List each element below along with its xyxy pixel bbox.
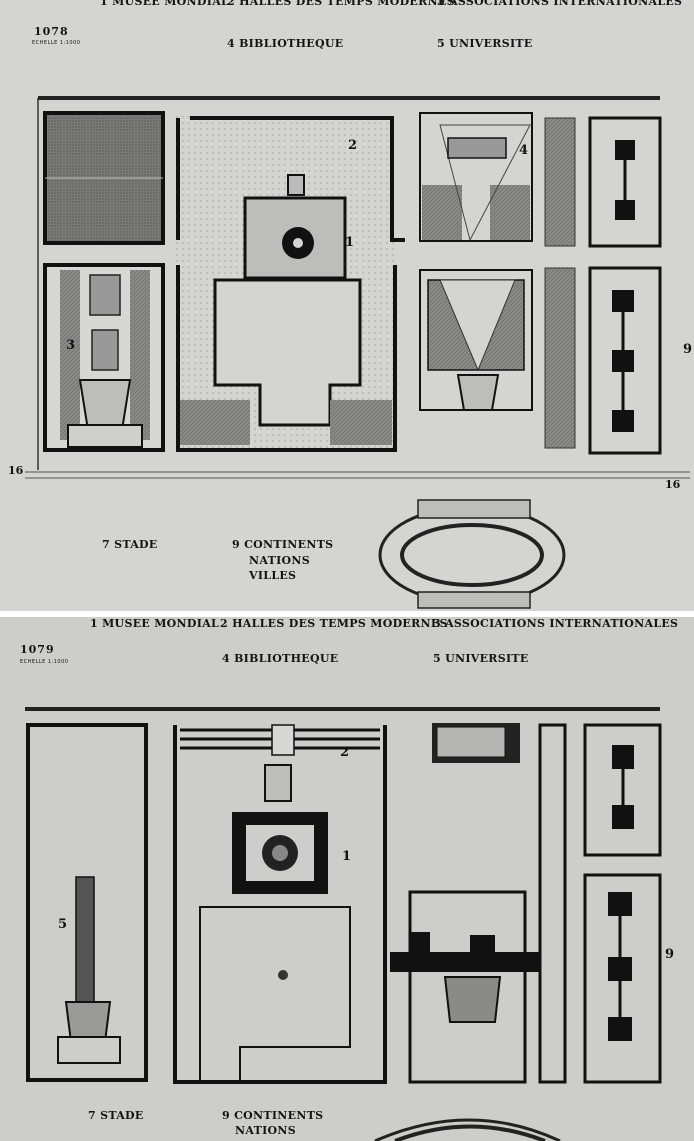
plan-1079-plate: 1 MUSEE MONDIAL 2 HALLES DES TEMPS MODER… (0, 617, 694, 1141)
label-16-right: 16 (665, 478, 681, 491)
stadium-outline (378, 505, 566, 605)
label-16-left: 16 (8, 464, 24, 477)
plan-1079-drawing (25, 707, 662, 1141)
scale-note: ECHELLE 1:1000 (32, 40, 81, 46)
heading-associations: 3 ASSOCIATIONS INTERNATIONALES (437, 0, 683, 8)
label-9-2: 9 (665, 947, 675, 962)
heading-universite: 5 UNIVERSITE (437, 37, 533, 50)
scale-note-2: ECHELLE 1:1000 (20, 659, 69, 665)
plate-separator (0, 611, 694, 617)
heading-universite-2: 5 UNIVERSITE (433, 652, 529, 665)
label-4: 4 (519, 143, 529, 158)
label-1: 1 (345, 235, 355, 250)
heading-bibliotheque: 4 BIBLIOTHEQUE (227, 37, 344, 50)
heading-stade: 7 STADE (102, 538, 158, 551)
heading-continents-2: 9 CONTINENTS (222, 1109, 324, 1122)
heading-musee: 1 MUSEE MONDIAL (100, 0, 230, 8)
heading-nations: NATIONS (249, 554, 310, 567)
label-9: 9 (683, 342, 693, 357)
heading-stade-2: 7 STADE (88, 1109, 144, 1122)
plan-1078-plate: 1 MUSEE MONDIAL 2 HALLES DES TEMPS MODER… (8, 0, 693, 609)
label-2-2: 2 (340, 745, 350, 760)
heading-halles: 2 HALLES DES TEMPS MODERNES (227, 0, 455, 8)
label-1-2: 1 (342, 849, 352, 864)
plan-number: 1078 (34, 25, 69, 38)
plan-number-2: 1079 (20, 643, 55, 656)
label-3: 3 (66, 338, 76, 353)
label-2: 2 (348, 138, 358, 153)
heading-villes: VILLES (249, 569, 297, 582)
heading-continents: 9 CONTINENTS (232, 538, 334, 551)
heading-musee-2: 1 MUSEE MONDIAL (90, 617, 220, 630)
heading-associations-2: 3 ASSOCIATIONS INTERNATIONALES (433, 617, 679, 630)
heading-halles-2: 2 HALLES DES TEMPS MODERNES (220, 617, 448, 630)
plan-1078-drawing (25, 96, 690, 609)
heading-bibliotheque-2: 4 BIBLIOTHEQUE (222, 652, 339, 665)
label-5-2: 5 (58, 917, 68, 932)
heading-nations-2: NATIONS (235, 1124, 296, 1137)
